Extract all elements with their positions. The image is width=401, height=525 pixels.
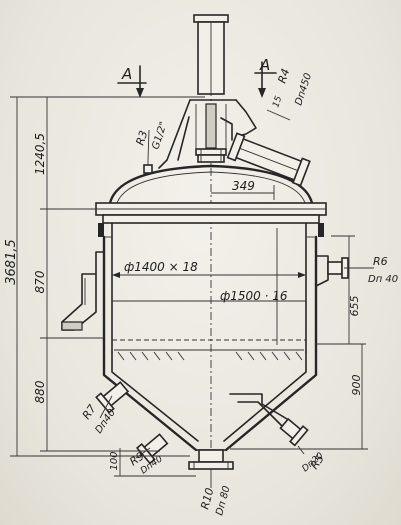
left-support-lug — [61, 251, 105, 331]
nozzle-r6-right — [315, 255, 349, 287]
dim-span-349: 349 — [232, 179, 255, 193]
dim-bottom-section: 880 — [33, 380, 47, 403]
vessel-shell — [102, 222, 318, 353]
view-arrow-left — [117, 65, 147, 98]
dim-jacket-diameter: ф1500 · 16 — [220, 289, 288, 303]
nozzle-r10-size: Dп 80 — [214, 485, 232, 517]
top-vent-pipe — [193, 14, 229, 95]
conical-bottom — [102, 338, 318, 452]
dim-shell-height: 870 — [33, 270, 47, 293]
dim-top-section: 1240,5 — [33, 133, 47, 175]
nozzle-r3-fitting — [143, 160, 153, 174]
dim-bottom-nozzle-gap: 100 — [109, 451, 120, 470]
nozzle-r4-inclined — [226, 132, 311, 187]
nozzle-r4-alt: 15 — [271, 95, 284, 109]
leader-lines — [99, 109, 374, 488]
view-mark-left: A — [121, 65, 132, 83]
nozzle-r6-size: Dп 40 — [368, 274, 398, 285]
nozzle-r3-size: G1/2" — [150, 120, 169, 150]
nozzle-r7-label: R7 — [80, 402, 99, 421]
dimension-lines — [10, 96, 368, 477]
dim-jacket-bottom: 900 — [350, 375, 363, 396]
nozzle-r3-label: R3 — [133, 129, 150, 147]
nozzle-r4-size: Dп450 — [293, 72, 314, 107]
dim-inner-diameter: ф1400 × 18 — [124, 260, 198, 274]
dim-jacket-height: 655 — [348, 296, 361, 317]
body-flange — [95, 202, 327, 237]
nozzle-r6-label: R6 — [373, 255, 388, 268]
dim-overall-height: 3681,5 — [4, 239, 19, 285]
view-mark-right: A — [259, 56, 270, 74]
nozzle-r10-label: R10 — [198, 487, 216, 511]
nozzle-r10-bottom — [188, 449, 234, 478]
agitator-support-frame — [158, 99, 257, 169]
nozzle-r4-label: R4 — [275, 67, 292, 85]
liquid-level — [114, 349, 304, 361]
view-arrow-right — [254, 61, 277, 98]
nozzle-r5 — [229, 393, 309, 447]
manway-flange — [195, 148, 227, 163]
